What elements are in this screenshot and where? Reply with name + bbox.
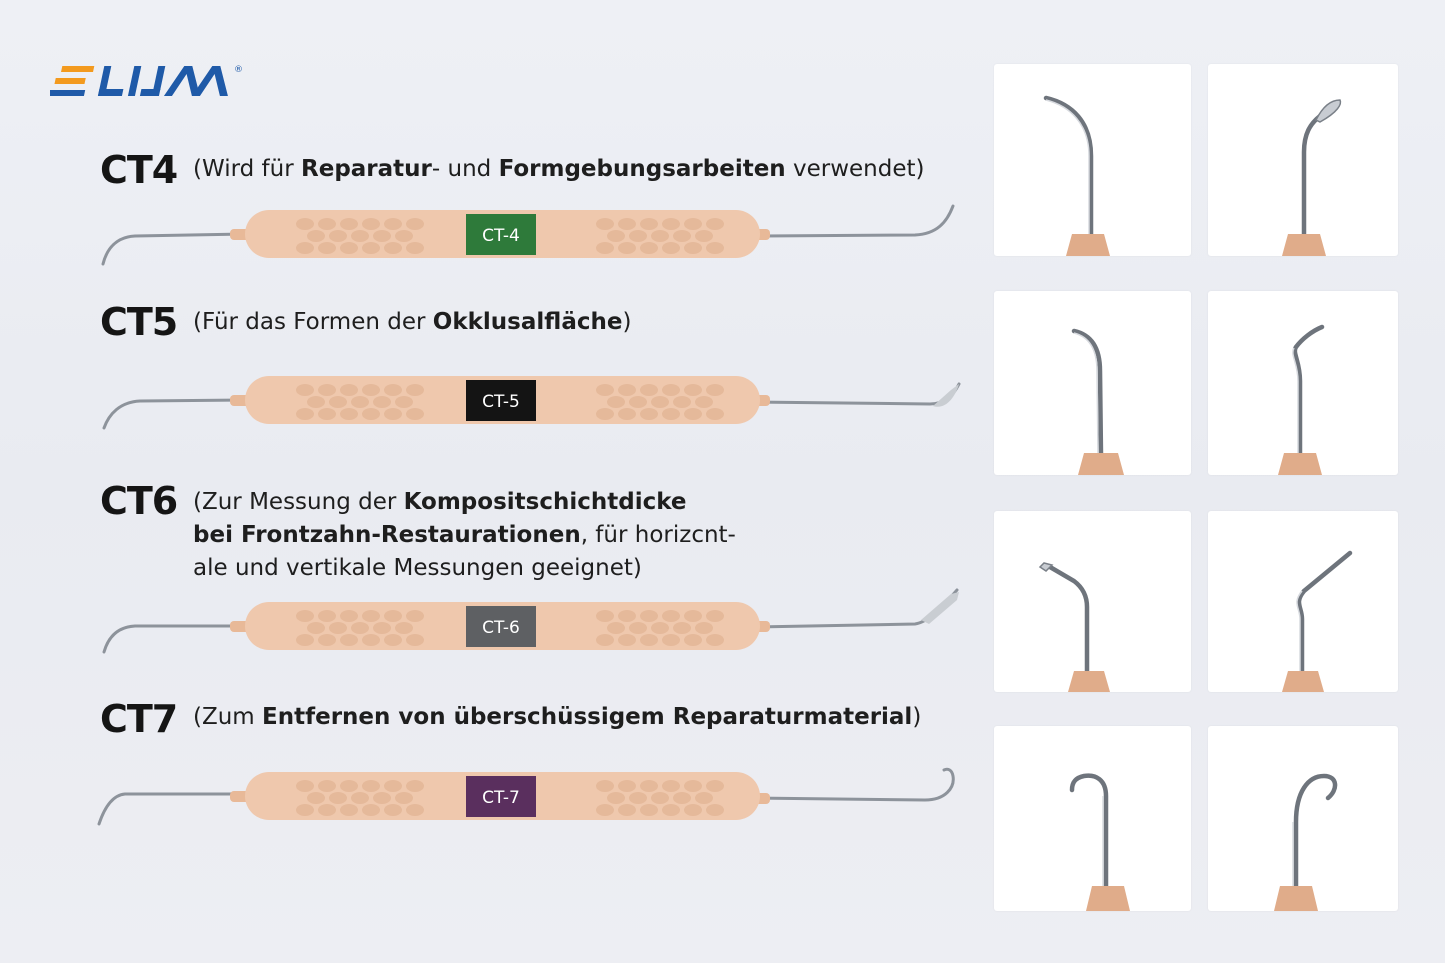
model-title-ct4: CT4 bbox=[100, 148, 178, 192]
color-band-ct4 bbox=[466, 214, 536, 255]
instrument-ct6: CT-6 bbox=[102, 588, 959, 654]
band-label-ct7: CT-7 bbox=[482, 788, 520, 808]
description-ct4: (Wird für Reparatur- und Formgebungsarbe… bbox=[193, 156, 925, 182]
model-title-ct5: CT5 bbox=[100, 300, 178, 344]
svg-text:®: ® bbox=[234, 65, 243, 75]
band-label-ct4: CT-4 bbox=[482, 226, 520, 246]
description-ct6: (Zur Messung der Kompositschichtdicke be… bbox=[193, 489, 736, 581]
description-ct7: (Zum Entfernen von überschüssigem Repara… bbox=[193, 704, 922, 730]
instrument-ct7: CT-7 bbox=[97, 767, 955, 826]
closeup-ct4-right bbox=[1208, 64, 1398, 256]
band-label-ct5: CT-5 bbox=[482, 392, 520, 412]
color-band-ct5 bbox=[466, 380, 536, 421]
color-band-ct6 bbox=[466, 606, 536, 647]
description-ct5: (Für das Formen der Okklusalfläche) bbox=[193, 309, 632, 335]
instrument-ct5: CT-5 bbox=[102, 376, 961, 430]
closeup-ct5-right bbox=[1208, 291, 1398, 475]
model-title-ct6: CT6 bbox=[100, 479, 178, 523]
closeup-ct7-right bbox=[1208, 726, 1398, 911]
closeup-ct5-left bbox=[994, 291, 1191, 475]
instrument-ct4: CT-4 bbox=[101, 204, 955, 266]
closeup-ct6-right bbox=[1208, 511, 1398, 692]
band-label-ct6: CT-6 bbox=[482, 618, 520, 638]
elijah-logo: ® bbox=[50, 65, 243, 96]
model-title-ct7: CT7 bbox=[100, 697, 178, 741]
color-band-ct7 bbox=[466, 776, 536, 817]
closeup-ct4-left bbox=[994, 64, 1191, 256]
closeup-ct6-left bbox=[994, 511, 1191, 692]
closeup-ct7-left bbox=[994, 726, 1191, 911]
